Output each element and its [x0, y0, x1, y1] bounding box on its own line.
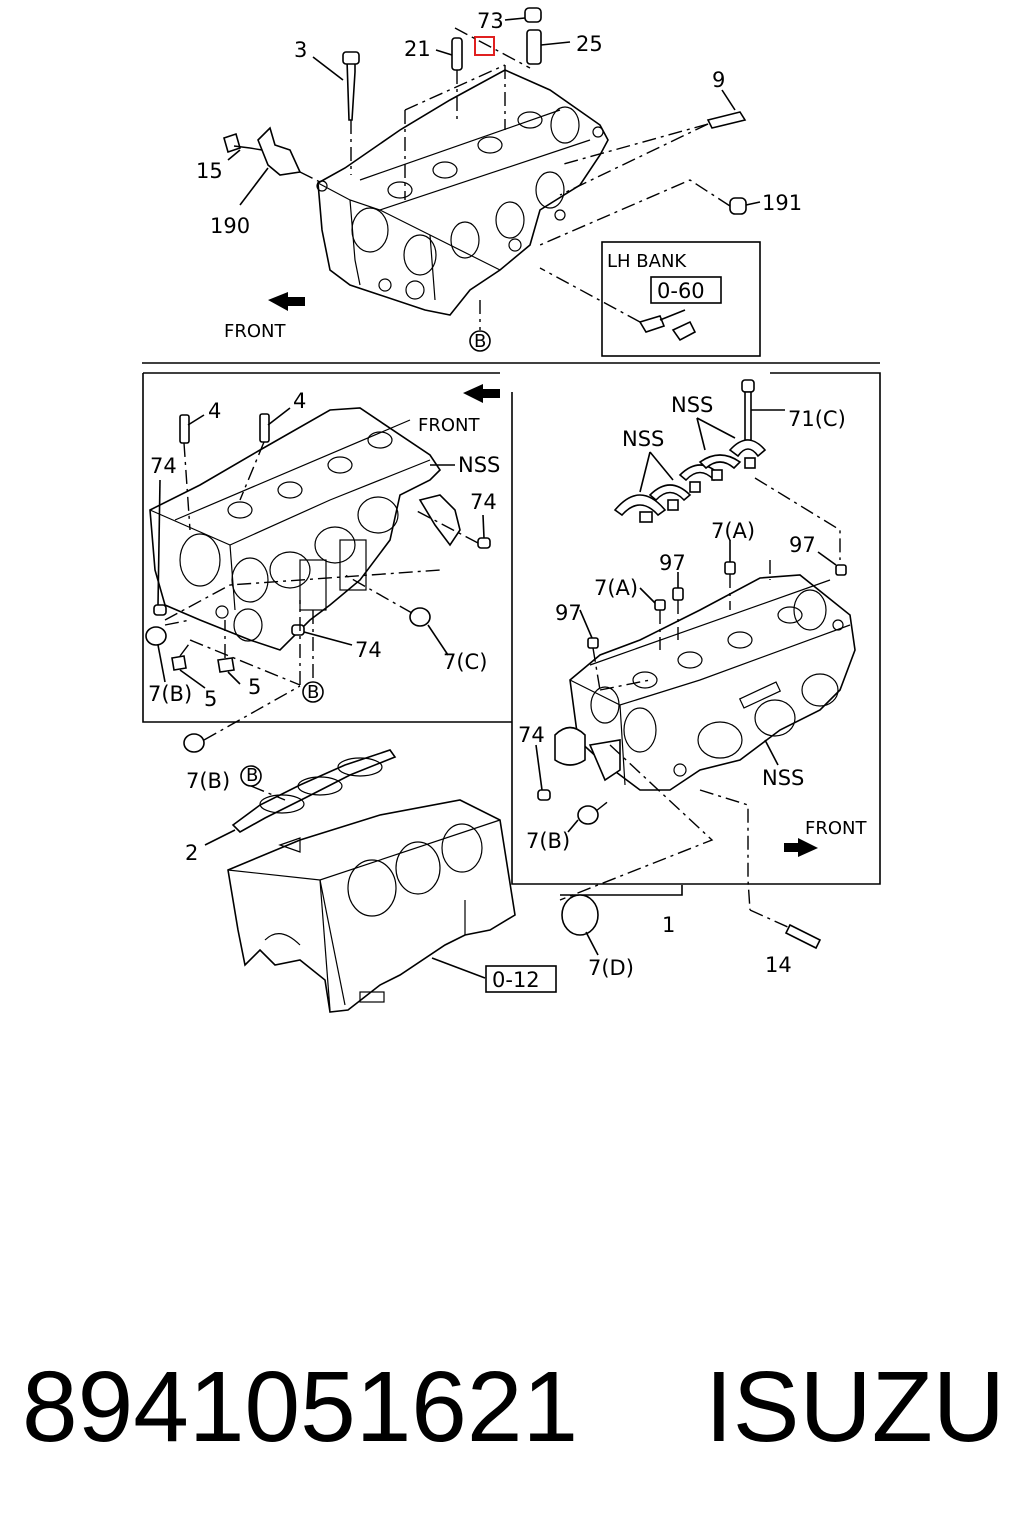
nss-label-left: NSS	[458, 453, 500, 477]
label-5a: 5	[204, 687, 217, 711]
lh-bank-label: LH BANK	[607, 251, 687, 272]
right-inset-frame	[511, 372, 881, 911]
label-7c: 7(C)	[443, 650, 487, 674]
nss-label-b: NSS	[671, 393, 713, 417]
label-4a: 4	[208, 399, 221, 423]
nss-label-a: NSS	[622, 427, 664, 451]
label-191: 191	[762, 191, 802, 215]
label-71c: 71(C)	[788, 407, 846, 431]
ref-0-60: 0-60	[657, 279, 705, 303]
label-9: 9	[712, 68, 725, 92]
highlight-marker	[474, 36, 495, 56]
part-number: 8941051621	[22, 1351, 579, 1463]
b-marker-top: B	[474, 331, 486, 352]
label-15: 15	[196, 159, 223, 183]
left-inset-frame	[142, 372, 513, 723]
label-97b: 97	[789, 533, 816, 557]
label-2: 2	[185, 841, 198, 865]
label-7b-c: 7(B)	[526, 829, 570, 853]
label-74b: 74	[470, 490, 497, 514]
label-7b-b: 7(B)	[186, 769, 230, 793]
label-97c: 97	[555, 601, 582, 625]
label-74a: 74	[150, 454, 177, 478]
label-97a: 97	[659, 551, 686, 575]
label-74c: 74	[355, 638, 382, 662]
ref-0-12: 0-12	[492, 968, 540, 992]
label-190: 190	[210, 214, 250, 238]
label-74d: 74	[518, 723, 545, 747]
footer: 8941051621 ISUZU	[0, 1350, 1024, 1463]
label-73: 73	[477, 9, 504, 33]
bottom-block-assembly	[183, 685, 822, 1013]
callout-labels: 73 21 25 3 9 15 190 191 LH BANK 0-60 FRO…	[148, 9, 867, 992]
label-3: 3	[294, 38, 307, 62]
label-14: 14	[765, 953, 792, 977]
b-marker-left: B	[307, 682, 319, 703]
nss-label-right: NSS	[762, 766, 804, 790]
label-1: 1	[662, 913, 675, 937]
exploded-parts-diagram: 73 21 25 3 9 15 190 191 LH BANK 0-60 FRO…	[142, 7, 881, 1013]
label-21: 21	[404, 37, 431, 61]
label-4b: 4	[293, 389, 306, 413]
label-25: 25	[576, 32, 603, 56]
front-label-right: FRONT	[805, 818, 867, 839]
label-7b-a: 7(B)	[148, 682, 192, 706]
brand-name: ISUZU	[705, 1351, 1005, 1463]
front-label-top: FRONT	[224, 321, 286, 342]
label-7a-a: 7(A)	[711, 519, 755, 543]
label-7d: 7(D)	[588, 956, 634, 980]
top-cylinder-head	[223, 7, 761, 357]
front-label-left: FRONT	[418, 415, 480, 436]
label-7a-b: 7(A)	[594, 576, 638, 600]
b-marker-gasket: B	[246, 765, 258, 786]
label-5b: 5	[248, 675, 261, 699]
